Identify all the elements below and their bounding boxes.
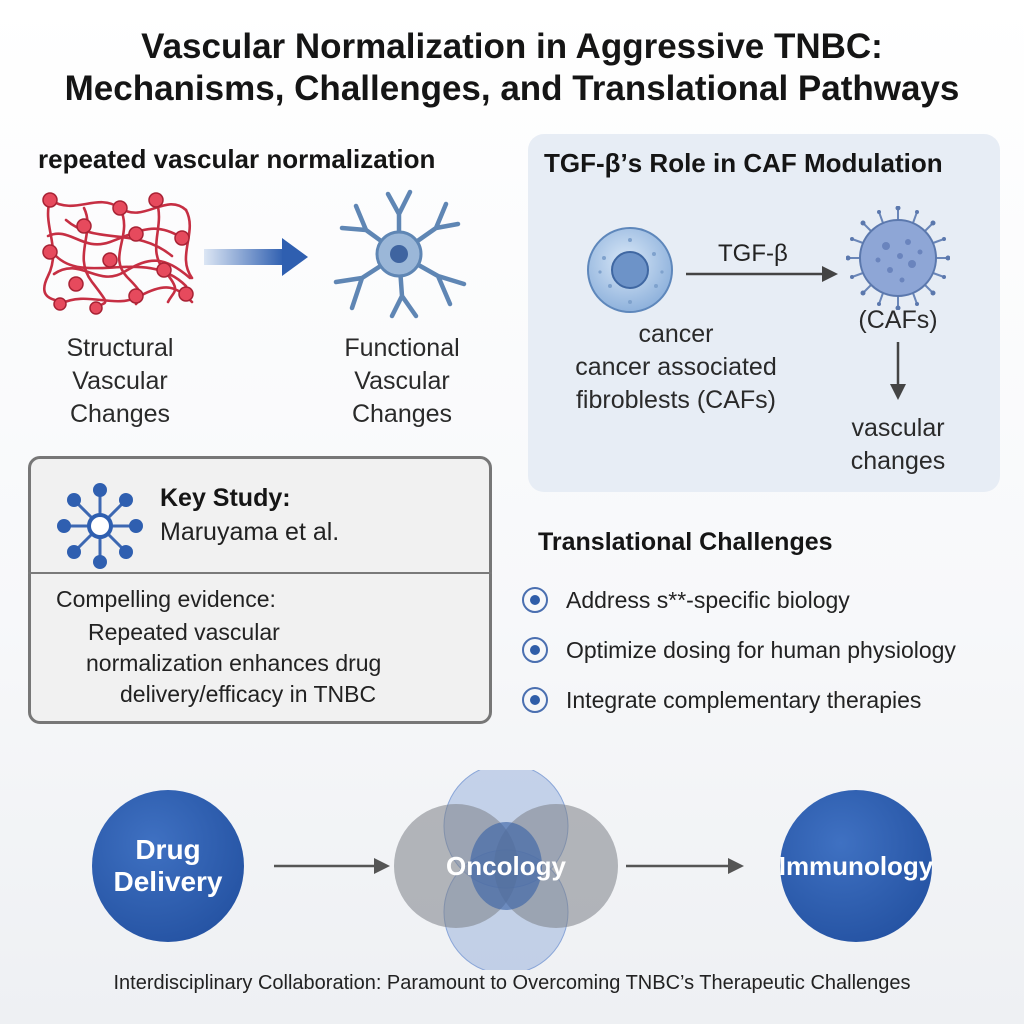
key-study-box (28, 456, 492, 724)
challenge-item-2: Optimize dosing for human physiology (522, 632, 1022, 668)
evidence-line-3: normalization enhances drug (86, 650, 382, 676)
structural-line-3: Changes (69, 400, 171, 428)
challenges-heading: Translational Challenges (538, 528, 833, 556)
bullet-target-icon (522, 687, 548, 713)
collaboration-flow-diagram (92, 770, 932, 970)
structural-line-2: Vascular (72, 367, 168, 395)
challenge-text-3: Integrate complementary therapies (566, 686, 922, 713)
repeated-normalization-heading: repeated vascular normalization (38, 144, 436, 174)
vascular-label-line-1: vascular (851, 414, 945, 442)
challenge-item-3: Integrate complementary therapies (522, 682, 1022, 718)
immunology-circle (780, 790, 932, 942)
evidence-line-1: Compelling evidence: (56, 586, 276, 612)
challenge-text-2: Optimize dosing for human physiology (566, 636, 956, 663)
vascular-changes-label: vascular changes (826, 412, 970, 478)
tgf-arrow-label: TGF-β (718, 240, 788, 267)
caf-to-vascular-arrow (890, 342, 906, 400)
drug-label-line-2: Delivery (113, 866, 223, 897)
key-study-author: Maruyama et al. (160, 518, 340, 546)
key-study-divider (28, 572, 492, 574)
tgf-panel (528, 134, 1000, 492)
cancer-label-line-2: cancer associated (575, 353, 777, 381)
vascular-network-icon (42, 192, 194, 315)
tgf-arrow (686, 266, 838, 282)
bullet-target-icon (522, 587, 548, 613)
drug-delivery-label: Drug Delivery (98, 834, 238, 898)
functional-changes-label: Functional Vascular Changes (322, 332, 482, 431)
oncology-label: Oncology (446, 851, 566, 881)
evidence-line-2: Repeated vascular (88, 619, 280, 645)
footer-caption: Interdisciplinary Collaboration: Paramou… (113, 972, 911, 994)
neuron-icon (333, 189, 467, 319)
structural-line-1: Structural (66, 334, 174, 362)
key-study-title: Key Study: (160, 484, 291, 512)
immunology-label: Immunology (778, 851, 934, 881)
structural-to-functional-arrow (204, 238, 308, 276)
functional-line-3: Changes (351, 400, 453, 428)
drug-delivery-circle (92, 790, 244, 942)
drug-label-line-1: Drug (135, 834, 201, 865)
cancer-label-line-3: fibroblests (CAFs) (575, 386, 777, 414)
challenge-item-1: Address s**-specific biology (522, 582, 1022, 618)
oncology-venn (394, 770, 618, 970)
network-hub-icon (57, 483, 143, 569)
cancer-label-line-1: cancer (638, 320, 714, 348)
cancer-cell-icon (587, 227, 673, 313)
evidence-line-4: delivery/efficacy in TNBC (120, 681, 377, 707)
challenge-text-1: Address s**-specific biology (566, 586, 850, 613)
caf-cell-icon (846, 206, 950, 310)
title-line-1: Vascular Normalization in Aggressive TNB… (141, 27, 883, 66)
page-title: Vascular Normalization in Aggressive TNB… (0, 26, 1024, 110)
tgf-heading: TGF-β’s Role in CAF Modulation (544, 148, 943, 178)
caf-label: (CAFs) (858, 306, 938, 334)
functional-line-2: Vascular (354, 367, 450, 395)
structural-changes-label: Structural Vascular Changes (40, 332, 200, 431)
vascular-label-line-2: changes (850, 447, 946, 475)
functional-line-1: Functional (344, 334, 460, 362)
title-line-2: Mechanisms, Challenges, and Translationa… (64, 69, 960, 108)
bullet-target-icon (522, 637, 548, 663)
cancer-cell-label: cancer cancer associated fibroblests (CA… (546, 318, 806, 417)
